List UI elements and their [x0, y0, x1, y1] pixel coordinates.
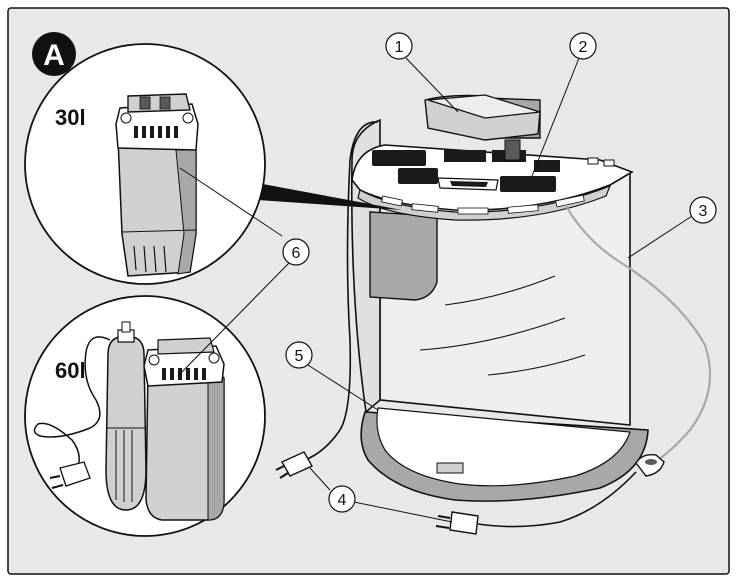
leader-2: [531, 57, 580, 177]
leader-30l: [179, 167, 283, 237]
plug-bottom: [435, 511, 479, 535]
glass-reflection-3: [487, 354, 586, 376]
callout-6-label: 6: [292, 245, 301, 262]
glass-reflection-1: [444, 275, 556, 306]
section-badge: A: [32, 32, 76, 76]
plug-left: [275, 451, 313, 479]
inset-label-60l: 60l: [55, 358, 86, 383]
leader-5: [307, 364, 379, 411]
leader-4a: [309, 467, 331, 491]
inline-switch: [635, 453, 665, 477]
callout-3: 3: [689, 196, 717, 224]
inner-filter: [369, 211, 438, 301]
inset-pointer: [252, 182, 402, 210]
callout-1-label: 1: [395, 39, 404, 56]
callout-4: 4: [328, 485, 356, 513]
switch-cable: [477, 471, 637, 528]
lid-grille: [372, 150, 560, 192]
callout-5: 5: [285, 341, 313, 369]
inset-label-30l: 30l: [55, 105, 86, 130]
lid-small-marks: [587, 157, 615, 167]
leader-4b: [353, 501, 453, 523]
led-lamp: [424, 94, 541, 161]
leader-60l: [177, 261, 291, 377]
callout-5-label: 5: [295, 348, 304, 365]
leader-1: [405, 57, 459, 113]
inset-plug: [49, 461, 91, 489]
glass-reflection-2: [419, 317, 566, 351]
filter-60l: [105, 321, 225, 521]
inset-60l: 60l: [24, 261, 291, 537]
callout-4-label: 4: [338, 492, 347, 509]
leader-3: [627, 215, 693, 259]
badge-label: A: [43, 39, 65, 72]
callout-1: 1: [385, 32, 413, 60]
lid-center-vent-inner: [450, 181, 488, 187]
lid-rim-slots: [381, 194, 585, 215]
callout-2-label: 2: [579, 39, 588, 56]
callout-2: 2: [569, 32, 597, 60]
base-slot: [436, 462, 464, 474]
filter-30l: [115, 93, 199, 277]
inset-cable: [33, 336, 111, 471]
callout-3-label: 3: [699, 203, 708, 220]
power-cable-left: [304, 121, 379, 461]
lamp-cable: [564, 203, 712, 466]
inset-30l: 30l: [24, 43, 283, 285]
callout-6: 6: [282, 238, 310, 266]
aquarium: [275, 94, 712, 535]
